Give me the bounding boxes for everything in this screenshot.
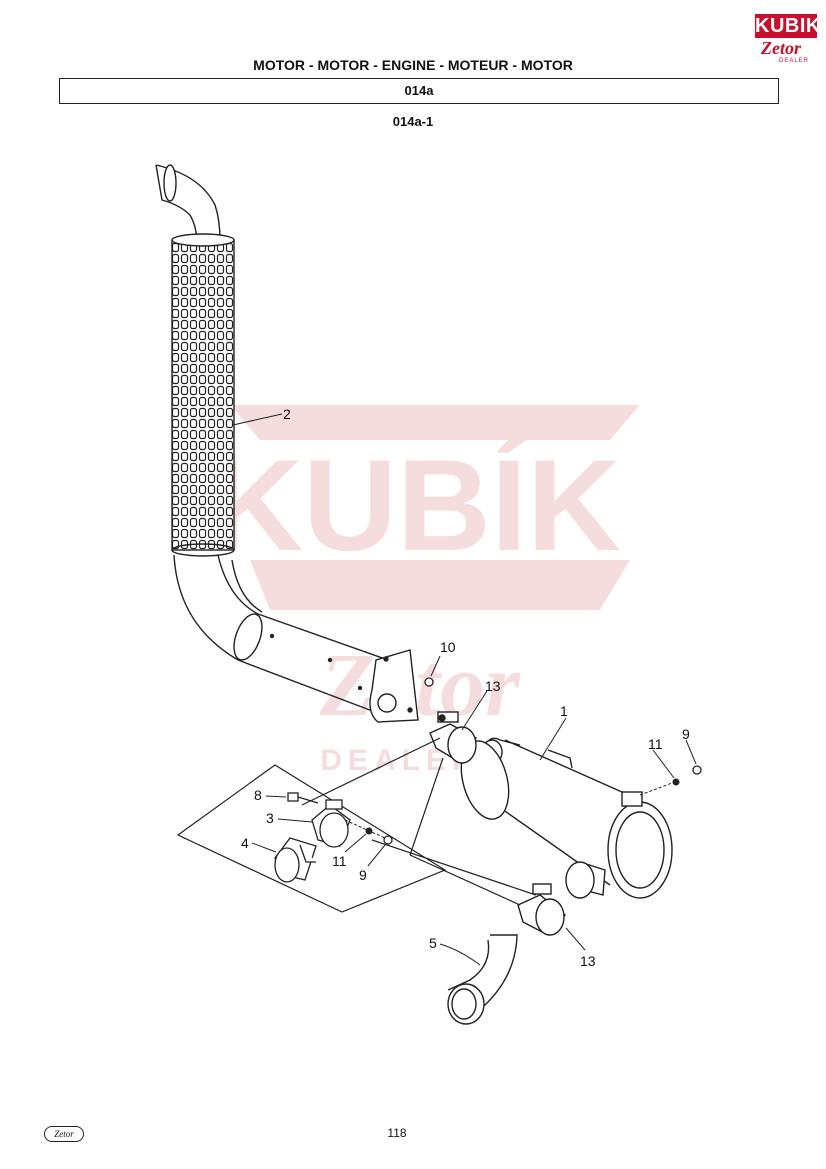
kubik-zetor-logo: KUBIK Zetor DEALER xyxy=(755,14,821,70)
detail-inset xyxy=(176,737,537,913)
callout-1: 1 xyxy=(560,703,568,719)
logo-dealer-text: DEALER xyxy=(779,58,810,64)
footer-zetor-logo: Zetor xyxy=(44,1126,84,1142)
callout-10: 10 xyxy=(440,639,456,655)
leader-lines xyxy=(232,413,697,966)
clamp-part-13-upper xyxy=(429,711,478,764)
nut-part-10 xyxy=(424,677,434,687)
callout-2: 2 xyxy=(283,406,291,422)
clamp-part-3 xyxy=(311,799,351,848)
page-number: 118 xyxy=(387,1126,407,1140)
callout-13-upper: 13 xyxy=(485,678,501,694)
callout-9-right: 9 xyxy=(682,726,690,742)
diagram-code: 014a-1 xyxy=(392,114,434,129)
group-code-box: 014a xyxy=(59,78,779,104)
nut-part-9-inset xyxy=(383,835,393,845)
callout-5: 5 xyxy=(429,935,437,951)
callout-13-lower: 13 xyxy=(580,953,596,969)
watermark: KUBÍK Zetor DEALER xyxy=(209,405,640,777)
elbow-pipe-part-5 xyxy=(447,934,518,1025)
sleeve-part-4 xyxy=(274,837,317,883)
callout-11-right: 11 xyxy=(648,736,663,752)
exhaust-pipe-part-2 xyxy=(155,164,419,723)
callout-11-inset: 11 xyxy=(332,853,347,869)
nut-part-9-right xyxy=(692,765,702,775)
callout-9-inset: 9 xyxy=(359,867,367,883)
watermark-kubik-text: KUBÍK xyxy=(209,432,621,578)
muffler-part-1 xyxy=(460,737,673,899)
callout-4: 4 xyxy=(241,835,249,851)
logo-zetor-text: Zetor xyxy=(761,38,801,58)
clamp-part-13-lower xyxy=(517,883,567,936)
washer-part-11-right xyxy=(672,778,680,786)
bolt-part-8 xyxy=(287,792,319,804)
callout-3: 3 xyxy=(266,810,274,826)
watermark-zetor-text: Zetor xyxy=(319,636,521,735)
callout-8: 8 xyxy=(254,787,262,803)
page-title: MOTOR - MOTOR - ENGINE - MOTEUR - MOTOR xyxy=(253,57,573,73)
logo-kubik-text: KUBIK xyxy=(755,14,821,38)
